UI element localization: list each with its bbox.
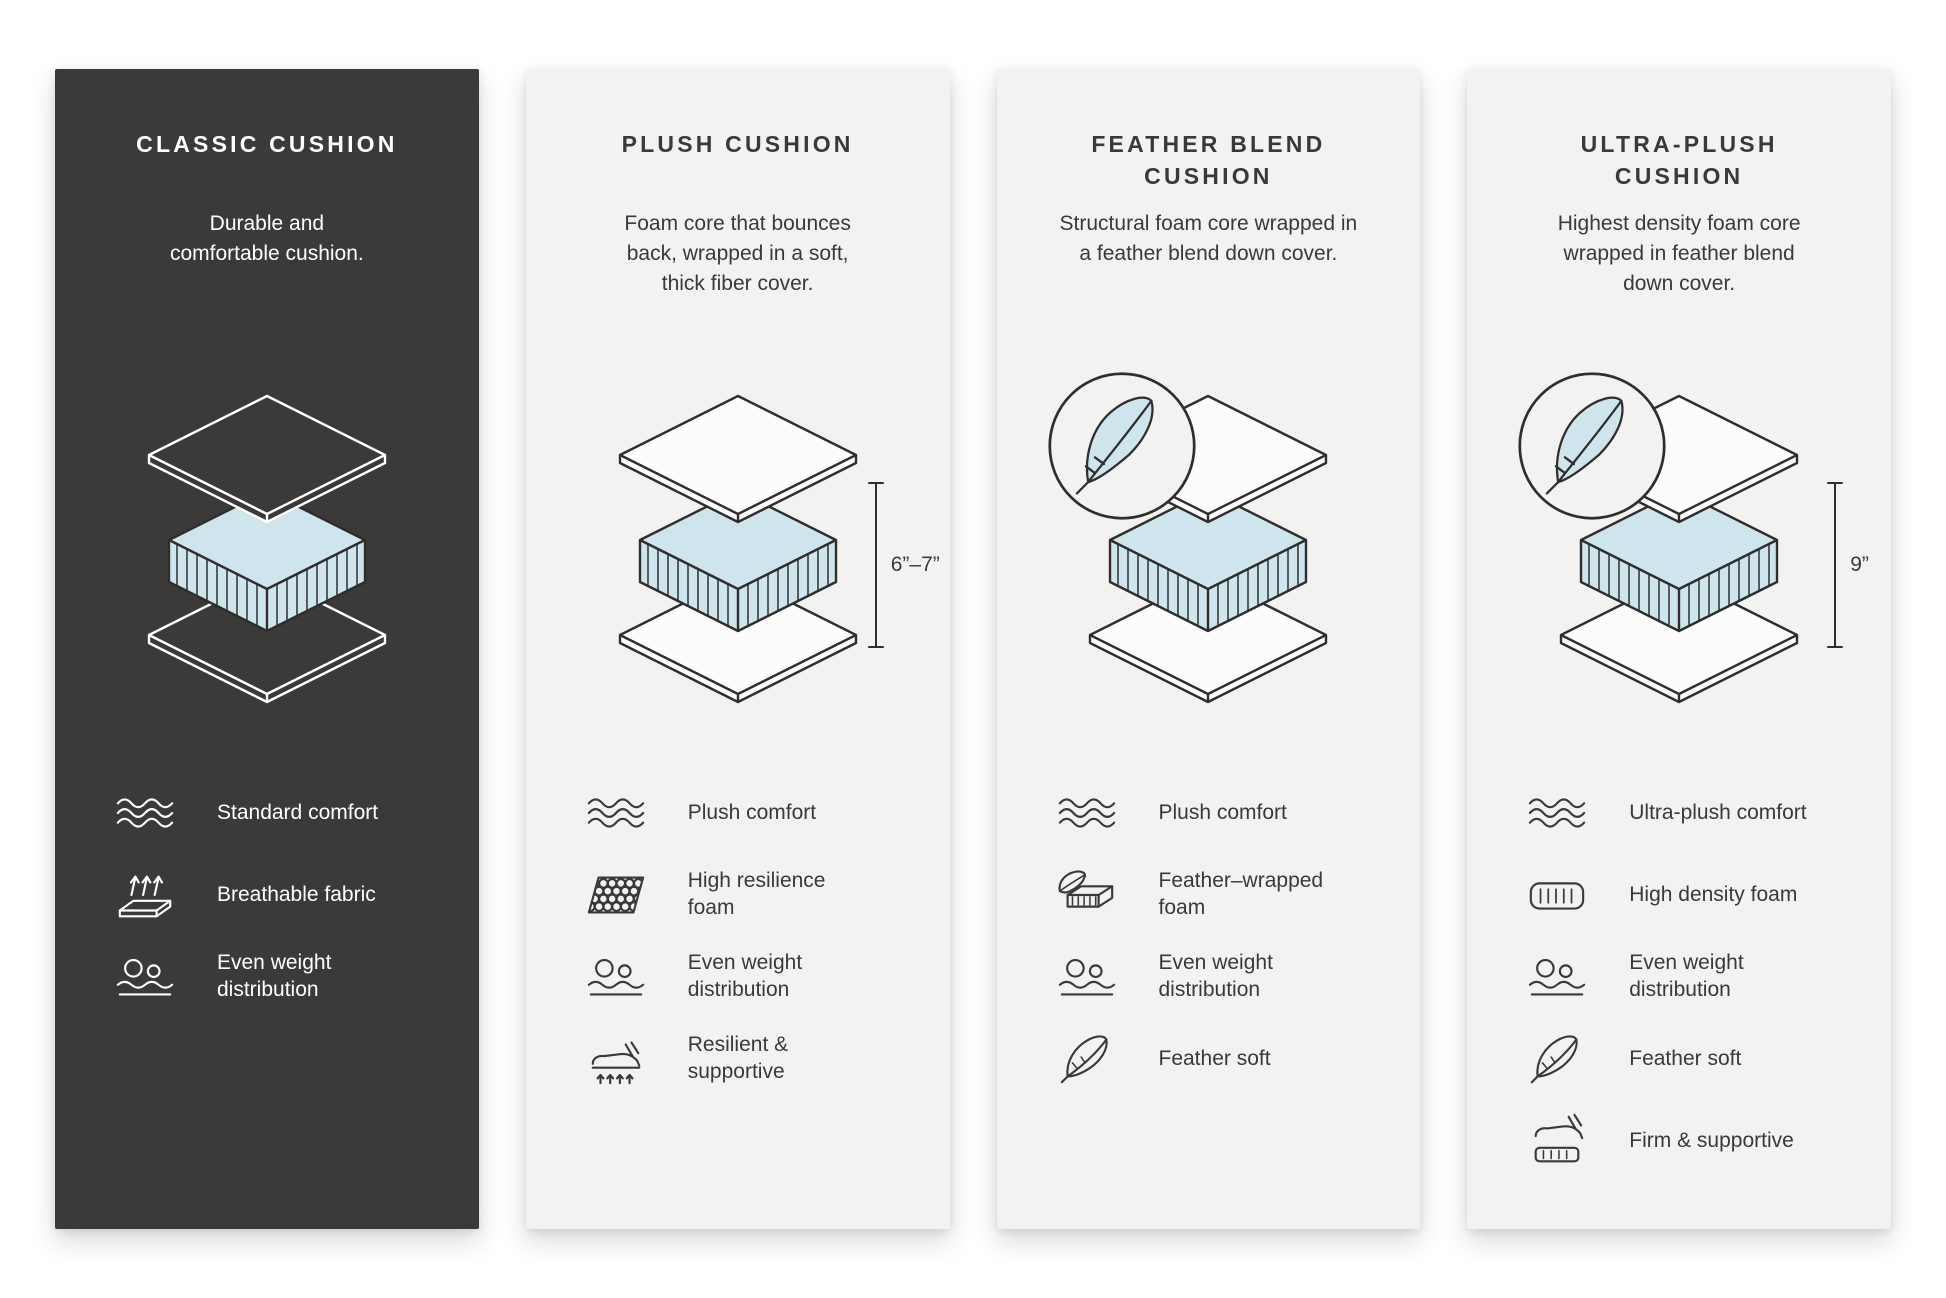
feature-label: Even weight distribution — [217, 951, 332, 1001]
feature-item: Even weight distribution — [107, 947, 449, 1007]
feature-item: Even weight distribution — [1519, 947, 1861, 1007]
feature-label: Breathable fabric — [217, 882, 376, 906]
cushion-layers-diagram — [1027, 315, 1391, 775]
feature-item: Firm & supportive — [1519, 1111, 1861, 1171]
panel-title: ULTRA-PLUSH CUSHION — [1580, 131, 1778, 189]
feature-label: Feather–wrapped foam — [1158, 869, 1324, 919]
panel-title: CLASSIC CUSHION — [136, 131, 398, 157]
feature-item: Feather soft — [1049, 1029, 1391, 1089]
feature-item: Feather–wrapped foam — [1049, 865, 1391, 925]
feature-list: Ultra-plush comfort High density foam Ev… — [1497, 783, 1861, 1171]
waves-icon — [107, 783, 183, 843]
feature-label: High density foam — [1629, 882, 1798, 906]
feature-item: Even weight distribution — [578, 947, 920, 1007]
feature-item: Standard comfort — [107, 783, 449, 843]
feature-item: Plush comfort — [1049, 783, 1391, 843]
panel-feather-blend-cushion: FEATHER BLEND CUSHION Structural foam co… — [996, 69, 1421, 1229]
even-weight-icon — [1049, 947, 1125, 1007]
panel-ultra-plush-cushion: ULTRA-PLUSH CUSHION Highest density foam… — [1467, 69, 1891, 1229]
height-measure: 6”–7” — [867, 480, 940, 650]
waves-icon — [1049, 783, 1125, 843]
cushion-layers-diagram: 9” — [1497, 315, 1869, 775]
panel-description: Structural foam core wrapped in a feathe… — [1059, 212, 1358, 265]
density-foam-icon — [1519, 865, 1595, 925]
feature-item: Ultra-plush comfort — [1519, 783, 1861, 843]
feature-list: Plush comfort High resilie — [556, 783, 920, 1089]
resilient-supportive-icon — [578, 1029, 654, 1089]
measure-line-icon — [867, 482, 884, 648]
panel-plush-cushion: PLUSH CUSHION Foam core that bounces bac… — [525, 69, 950, 1229]
feature-label: Even weight distribution — [1629, 951, 1744, 1001]
feature-label: High resilience foam — [687, 869, 826, 919]
feature-label: Even weight distribution — [687, 951, 803, 1001]
even-weight-icon — [1519, 947, 1595, 1007]
measure-line-icon — [1827, 482, 1844, 648]
layered-cushion-illustration — [588, 380, 888, 710]
resilience-foam-icon — [578, 865, 654, 925]
feather-wrapped-foam-icon — [1049, 865, 1125, 925]
panel-classic-cushion: CLASSIC CUSHION Durable and comfortable … — [55, 69, 479, 1229]
feature-label: Plush comfort — [687, 800, 817, 824]
feature-label: Firm & supportive — [1629, 1128, 1794, 1152]
firm-supportive-icon — [1519, 1111, 1595, 1171]
panel-title: PLUSH CUSHION — [621, 131, 854, 157]
feature-item: High density foam — [1519, 865, 1861, 925]
feature-item: Even weight distribution — [1049, 947, 1391, 1007]
feather-icon — [1049, 1029, 1125, 1089]
panel-title: FEATHER BLEND CUSHION — [1091, 131, 1326, 189]
height-measure: 9” — [1827, 480, 1869, 650]
feature-label: Ultra-plush comfort — [1629, 800, 1807, 824]
feature-item: High resilience foam — [578, 865, 920, 925]
feature-label: Standard comfort — [217, 800, 379, 824]
feature-label: Feather soft — [1629, 1046, 1742, 1070]
feature-item: Plush comfort — [578, 783, 920, 843]
feather-icon — [1519, 1029, 1595, 1089]
measure-label: 6”–7” — [890, 553, 940, 576]
feature-list: Plush comfort Feather–wrapped foam Even … — [1027, 783, 1391, 1089]
even-weight-icon — [107, 947, 183, 1007]
feature-item: Breathable fabric — [107, 865, 449, 925]
even-weight-icon — [578, 947, 654, 1007]
cushion-layers-diagram: 6”–7” — [556, 315, 940, 775]
feature-label: Feather soft — [1158, 1046, 1271, 1070]
feather-badge-icon — [1047, 372, 1196, 520]
feature-item: Resilient & supportive — [578, 1029, 920, 1089]
feather-badge-icon — [1518, 372, 1666, 520]
panel-description: Highest density foam core wrapped in fea… — [1557, 212, 1801, 295]
feature-label: Plush comfort — [1158, 800, 1287, 824]
panel-description: Foam core that bounces back, wrapped in … — [624, 212, 851, 295]
feature-list: Standard comfort Breathable fabric Even … — [85, 783, 449, 1007]
feature-label: Resilient & supportive — [687, 1033, 789, 1083]
breathable-icon — [107, 865, 183, 925]
cushion-layers-diagram — [85, 315, 449, 775]
measure-label: 9” — [1850, 553, 1869, 576]
feature-label: Even weight distribution — [1158, 951, 1273, 1001]
layered-cushion-illustration — [117, 380, 417, 710]
waves-icon — [1519, 783, 1595, 843]
waves-icon — [578, 783, 654, 843]
panel-description: Durable and comfortable cushion. — [169, 212, 364, 265]
feature-item: Feather soft — [1519, 1029, 1861, 1089]
